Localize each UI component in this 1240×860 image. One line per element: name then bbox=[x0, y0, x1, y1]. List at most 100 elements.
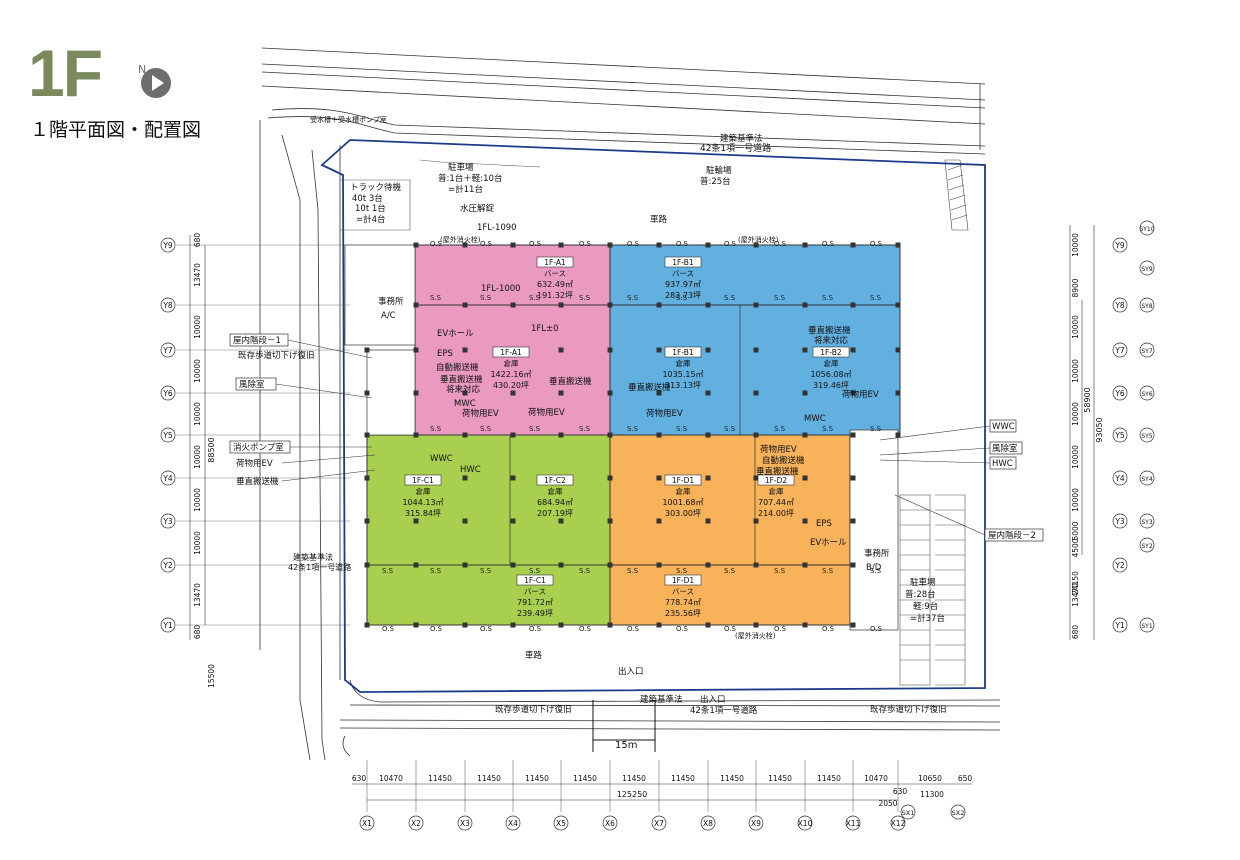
axis-bubble-y bbox=[160, 385, 176, 401]
truck-count-2: 10t 1台 bbox=[355, 203, 386, 214]
ss-marker: S.S bbox=[870, 567, 882, 575]
column bbox=[413, 302, 419, 308]
axis-label-y-sub: SY8 bbox=[1141, 303, 1152, 310]
column bbox=[607, 562, 613, 568]
column bbox=[462, 562, 468, 568]
zone-a-berth bbox=[414, 244, 611, 306]
axis-label-x: X6 bbox=[605, 819, 615, 828]
ss-marker: S.S bbox=[529, 425, 541, 433]
zone-use: バース bbox=[672, 269, 694, 278]
ss-marker: O.S bbox=[774, 240, 786, 248]
ss-marker: S.S bbox=[774, 294, 786, 302]
dim-x: 10470 bbox=[379, 774, 403, 783]
ss-marker: S.S bbox=[822, 567, 834, 575]
ss-marker: S.S bbox=[676, 294, 688, 302]
column bbox=[802, 518, 808, 524]
dim-x: 11450 bbox=[525, 774, 549, 783]
column bbox=[753, 302, 759, 308]
axis-bubble-x bbox=[700, 815, 716, 831]
ev-hall-n-label: EVホール bbox=[437, 329, 474, 339]
dim-y-right: 10000 bbox=[1071, 359, 1080, 383]
dim-y-left: 13470 bbox=[193, 263, 202, 287]
exit-mark2-label: 出入口 bbox=[700, 694, 726, 705]
east-car-count2: 軽:9台 bbox=[913, 601, 938, 612]
axis-label-x: X3 bbox=[460, 819, 470, 828]
axis-label-y-right: Y7 bbox=[1114, 346, 1125, 355]
zone-tsubo: 235.56坪 bbox=[665, 609, 701, 618]
south-road-name: 42条1項一号道路 bbox=[690, 705, 758, 716]
column bbox=[802, 622, 808, 628]
dim-y-right: 10000 bbox=[1071, 488, 1080, 512]
column bbox=[802, 302, 808, 308]
column bbox=[462, 302, 468, 308]
column bbox=[413, 347, 419, 353]
dim-y-right: 10000 bbox=[1071, 233, 1080, 257]
axis-bubble-y-sub bbox=[1139, 617, 1155, 633]
axis-label-y-sub: SY4 bbox=[1141, 476, 1152, 483]
zone-tsubo: 191.32坪 bbox=[537, 291, 573, 300]
callout-pump: 消火ポンプ室 bbox=[233, 442, 284, 453]
column bbox=[558, 390, 564, 396]
column bbox=[753, 562, 759, 568]
axis-label-y-sub: SY3 bbox=[1141, 519, 1152, 526]
zone-c-berth bbox=[366, 564, 611, 626]
wwc-w-label: WWC bbox=[430, 454, 453, 464]
column bbox=[705, 622, 711, 628]
office-se-label: 事務所 bbox=[864, 548, 890, 559]
axis-bubble-y-sub bbox=[1139, 470, 1155, 486]
cargo-ev-b2-label: 荷物用EV bbox=[646, 408, 683, 419]
south-sidewalk-2: 既存歩道切下げ復旧 bbox=[870, 704, 947, 715]
axis-bubble-x bbox=[651, 815, 667, 831]
axis-label-y: Y3 bbox=[162, 517, 173, 526]
ss-marker: S.S bbox=[870, 425, 882, 433]
zone-d-berth bbox=[609, 564, 851, 626]
ss-marker: O.S bbox=[676, 240, 688, 248]
callout-hwc-e: HWC bbox=[992, 459, 1013, 469]
column bbox=[656, 518, 662, 524]
column bbox=[462, 347, 468, 353]
axis-label-y: Y6 bbox=[162, 389, 173, 398]
ss-marker: O.S bbox=[676, 625, 688, 633]
zone-use: バース bbox=[544, 269, 566, 278]
zone-id: 1F-C1 bbox=[524, 576, 546, 585]
axis-bubble-x bbox=[408, 815, 424, 831]
axis-label-y: Y9 bbox=[162, 241, 173, 250]
column bbox=[510, 475, 516, 481]
truck-label: トラック待機 bbox=[350, 182, 402, 193]
axis-bubble-y-sub bbox=[1139, 260, 1155, 276]
cargo-ev-a-label: 荷物用EV bbox=[462, 408, 499, 419]
column bbox=[510, 622, 516, 628]
axis-label-x: X1 bbox=[362, 819, 372, 828]
column bbox=[705, 562, 711, 568]
vert-center-b-label: 垂直搬送機 bbox=[628, 382, 671, 393]
dim-x: 11450 bbox=[768, 774, 792, 783]
inner-road-south: 車路 bbox=[525, 650, 543, 661]
mwc-s-label: MWC bbox=[804, 414, 826, 424]
axis-bubble-x bbox=[845, 815, 861, 831]
zone-use: 倉庫 bbox=[504, 358, 519, 368]
axis-label-x: X8 bbox=[703, 819, 713, 828]
axis-label-y-right: Y5 bbox=[1114, 431, 1125, 440]
dim-y-right-total: 93050 bbox=[1095, 417, 1104, 442]
vert-b2-label: 垂直搬送機 bbox=[808, 325, 851, 336]
callout-stair2: 屋内階段－2 bbox=[988, 530, 1036, 541]
callout-stair1-sub: 既存歩道切下げ復旧 bbox=[238, 350, 315, 361]
zone-area: 1044.13㎡ bbox=[402, 498, 443, 507]
axis-label-y-right: Y9 bbox=[1114, 241, 1125, 250]
column bbox=[510, 518, 516, 524]
zone-id: 1F-D1 bbox=[672, 576, 695, 585]
north-car-total: =計11台 bbox=[448, 184, 483, 195]
ss-marker: S.S bbox=[724, 294, 736, 302]
zone-id: 1F-D1 bbox=[672, 476, 695, 485]
column bbox=[895, 432, 901, 438]
ss-marker: S.S bbox=[724, 567, 736, 575]
axis-bubble-y bbox=[160, 470, 176, 486]
column bbox=[462, 518, 468, 524]
column bbox=[802, 347, 808, 353]
ss-marker: O.S bbox=[870, 240, 882, 248]
column bbox=[753, 432, 759, 438]
ss-marker: O.S bbox=[870, 625, 882, 633]
column bbox=[656, 432, 662, 438]
